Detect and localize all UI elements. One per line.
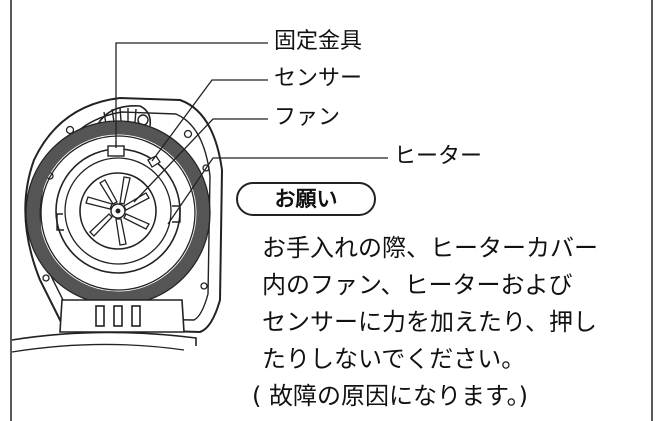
cooker-body (11, 331, 197, 346)
label-bracket: 固定金具 (274, 29, 363, 54)
notice-line: 内のファン、ヒーターおよび (262, 271, 573, 299)
fan (79, 172, 157, 250)
notice-line: センサーに力を加えたり、押し (262, 308, 598, 336)
sensor (147, 155, 161, 168)
leader-sensor (151, 79, 268, 162)
notice-line: お手入れの際、ヒーターカバー (262, 234, 598, 262)
heater-element (64, 157, 172, 265)
notice-line: たりしないでください。 (262, 345, 526, 373)
lid-hinge (59, 299, 185, 333)
leader-heater (167, 157, 388, 225)
notice-title-badge: お願い (236, 182, 376, 216)
gasket-inner-edge (40, 135, 196, 291)
leader-fan (133, 118, 268, 203)
label-fan: ファン (274, 105, 341, 130)
side-clip-right (172, 205, 181, 223)
notice-line: ( 故障の原因になります。) (252, 382, 528, 410)
leader-bracket (115, 42, 268, 141)
top-vent-grille (97, 105, 152, 127)
lid-gasket-ring (26, 121, 210, 305)
side-clip-left (56, 213, 64, 231)
label-heater: ヒーター (394, 144, 483, 169)
label-sensor: センサー (274, 66, 363, 91)
notice-text: お手入れの際、ヒーターカバー 内のファン、ヒーターおよび センサーに力を加えたり… (252, 230, 598, 415)
